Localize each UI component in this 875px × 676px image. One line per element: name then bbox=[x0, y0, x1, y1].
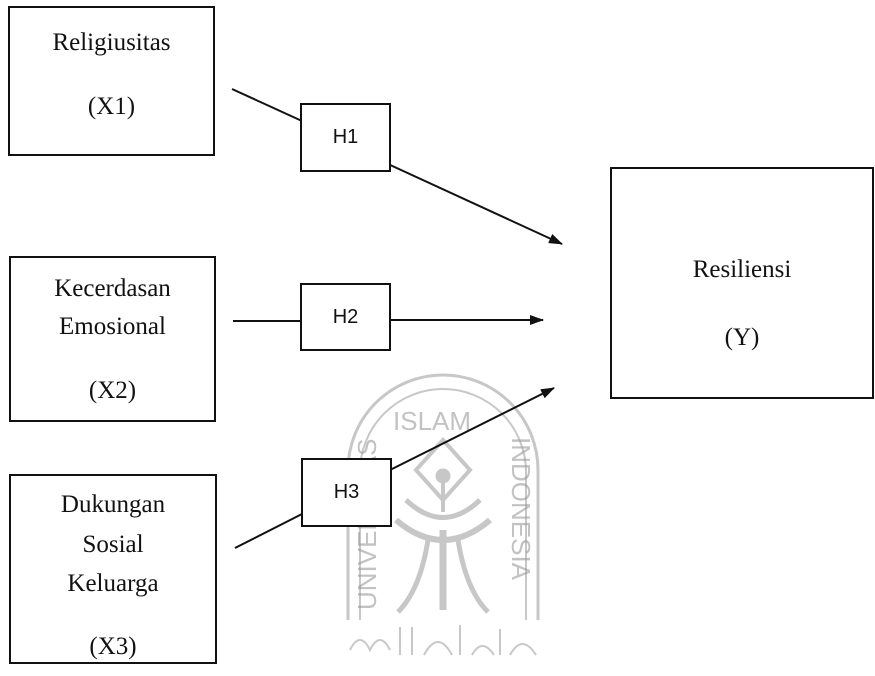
arrow-h3-to-y bbox=[389, 387, 555, 471]
line-x3-to-h3 bbox=[234, 513, 303, 549]
hypothesis-box-h2: H2 bbox=[300, 283, 391, 351]
x2-name-line2: Emosional bbox=[59, 313, 166, 340]
hypothesis-label-h3: H3 bbox=[333, 481, 360, 503]
y-name: Resiliensi bbox=[692, 256, 792, 283]
x3-name-line2: Sosial bbox=[82, 531, 144, 558]
variable-box-y: Resiliensi (Y) bbox=[610, 167, 874, 399]
x3-code: (X3) bbox=[89, 633, 137, 660]
x3-name-line1: Dukungan bbox=[60, 491, 166, 518]
variable-box-x1: Religiusitas (X1) bbox=[8, 6, 215, 156]
x2-name-line1: Kecerdasan bbox=[54, 275, 171, 302]
hypothesis-label-h2: H2 bbox=[332, 305, 359, 328]
x2-code: (X2) bbox=[88, 377, 137, 404]
hypothesis-box-h3: H3 bbox=[301, 458, 392, 527]
hypothesis-box-h1: H1 bbox=[300, 103, 391, 172]
variable-box-x2: Kecerdasan Emosional (X2) bbox=[9, 256, 216, 422]
hypothesis-label-h1: H1 bbox=[332, 126, 359, 148]
x3-name-line3: Keluarga bbox=[67, 570, 159, 597]
variable-box-x3: Dukungan Sosial Keluarga (X3) bbox=[9, 474, 217, 664]
watermark-right-text: INDONESIA bbox=[506, 437, 536, 581]
line-x1-to-h1 bbox=[231, 88, 303, 122]
x1-code: (X1) bbox=[87, 93, 136, 120]
y-code: (Y) bbox=[724, 324, 760, 351]
arrow-h1-to-y bbox=[387, 163, 563, 245]
x1-name: Religiusitas bbox=[52, 29, 171, 56]
watermark-top-text: ISLAM bbox=[393, 406, 471, 436]
